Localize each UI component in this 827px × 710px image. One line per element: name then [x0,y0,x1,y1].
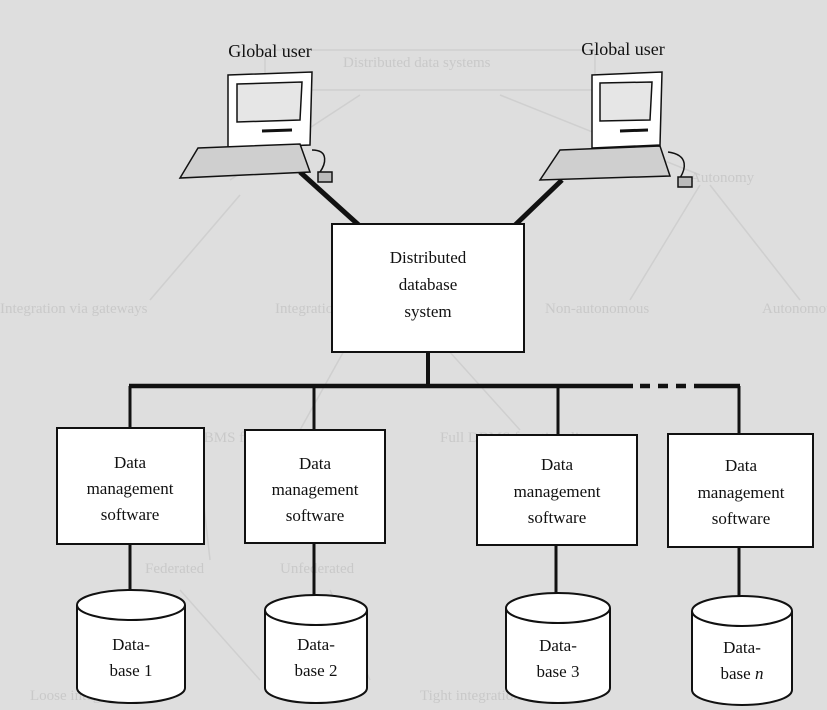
connector-user2-system [510,178,564,230]
database-cylinder-2 [264,594,368,704]
svg-text:management: management [272,480,359,499]
system-label-line-3: system [404,302,451,321]
svg-text:Non-autonomous: Non-autonomous [545,301,649,317]
svg-text:Data: Data [299,454,332,473]
system-label-line-2: database [399,275,458,294]
dms-box-2: Data management software [244,429,386,544]
svg-text:Autonomous: Autonomous [762,301,827,317]
dms-box-1: Data management software [56,427,205,545]
svg-text:Autonomy: Autonomy [690,170,755,186]
database-cylinder-n [691,595,793,706]
database-label-n-line-1: Data- [723,638,761,657]
distributed-database-system-box [331,223,525,353]
dms-box-3: Data management software [476,434,638,546]
computer-icon [178,71,333,183]
svg-text:Data: Data [114,453,147,472]
connector-user1-system [298,170,364,230]
svg-text:management: management [514,482,601,501]
svg-text:Data: Data [541,455,574,474]
database-cylinder-1 [76,589,186,704]
user-label-2: Global user [581,39,664,59]
database-label-1-line-2: base 1 [110,661,153,680]
database-label-3-line-1: Data- [539,636,577,655]
database-label-3-line-2: base 3 [537,662,580,681]
connectors [128,170,741,597]
database-cylinder-3 [505,592,611,704]
svg-text:Federated: Federated [145,561,205,577]
svg-text:software: software [712,509,771,528]
svg-text:Integration via gateways: Integration via gateways [0,301,148,317]
svg-text:software: software [101,505,160,524]
svg-text:Distributed data systems: Distributed data systems [343,55,491,71]
svg-text:software: software [528,508,587,527]
svg-text:Data: Data [725,456,758,475]
system-label-line-1: Distributed [390,248,467,267]
svg-text:Tight integration: Tight integration [420,688,521,704]
dms-box-4: Data management software [667,433,814,548]
database-label-2-line-2: base 2 [295,661,338,680]
svg-text:management: management [87,479,174,498]
svg-text:Unfederated: Unfederated [280,561,355,577]
computer-icon [538,71,693,188]
database-label-2-line-1: Data- [297,635,335,654]
svg-text:software: software [286,506,345,525]
svg-text:management: management [698,483,785,502]
database-label-n-line-2: base n [721,664,764,683]
user-label-1: Global user [228,41,311,61]
database-label-1-line-1: Data- [112,635,150,654]
